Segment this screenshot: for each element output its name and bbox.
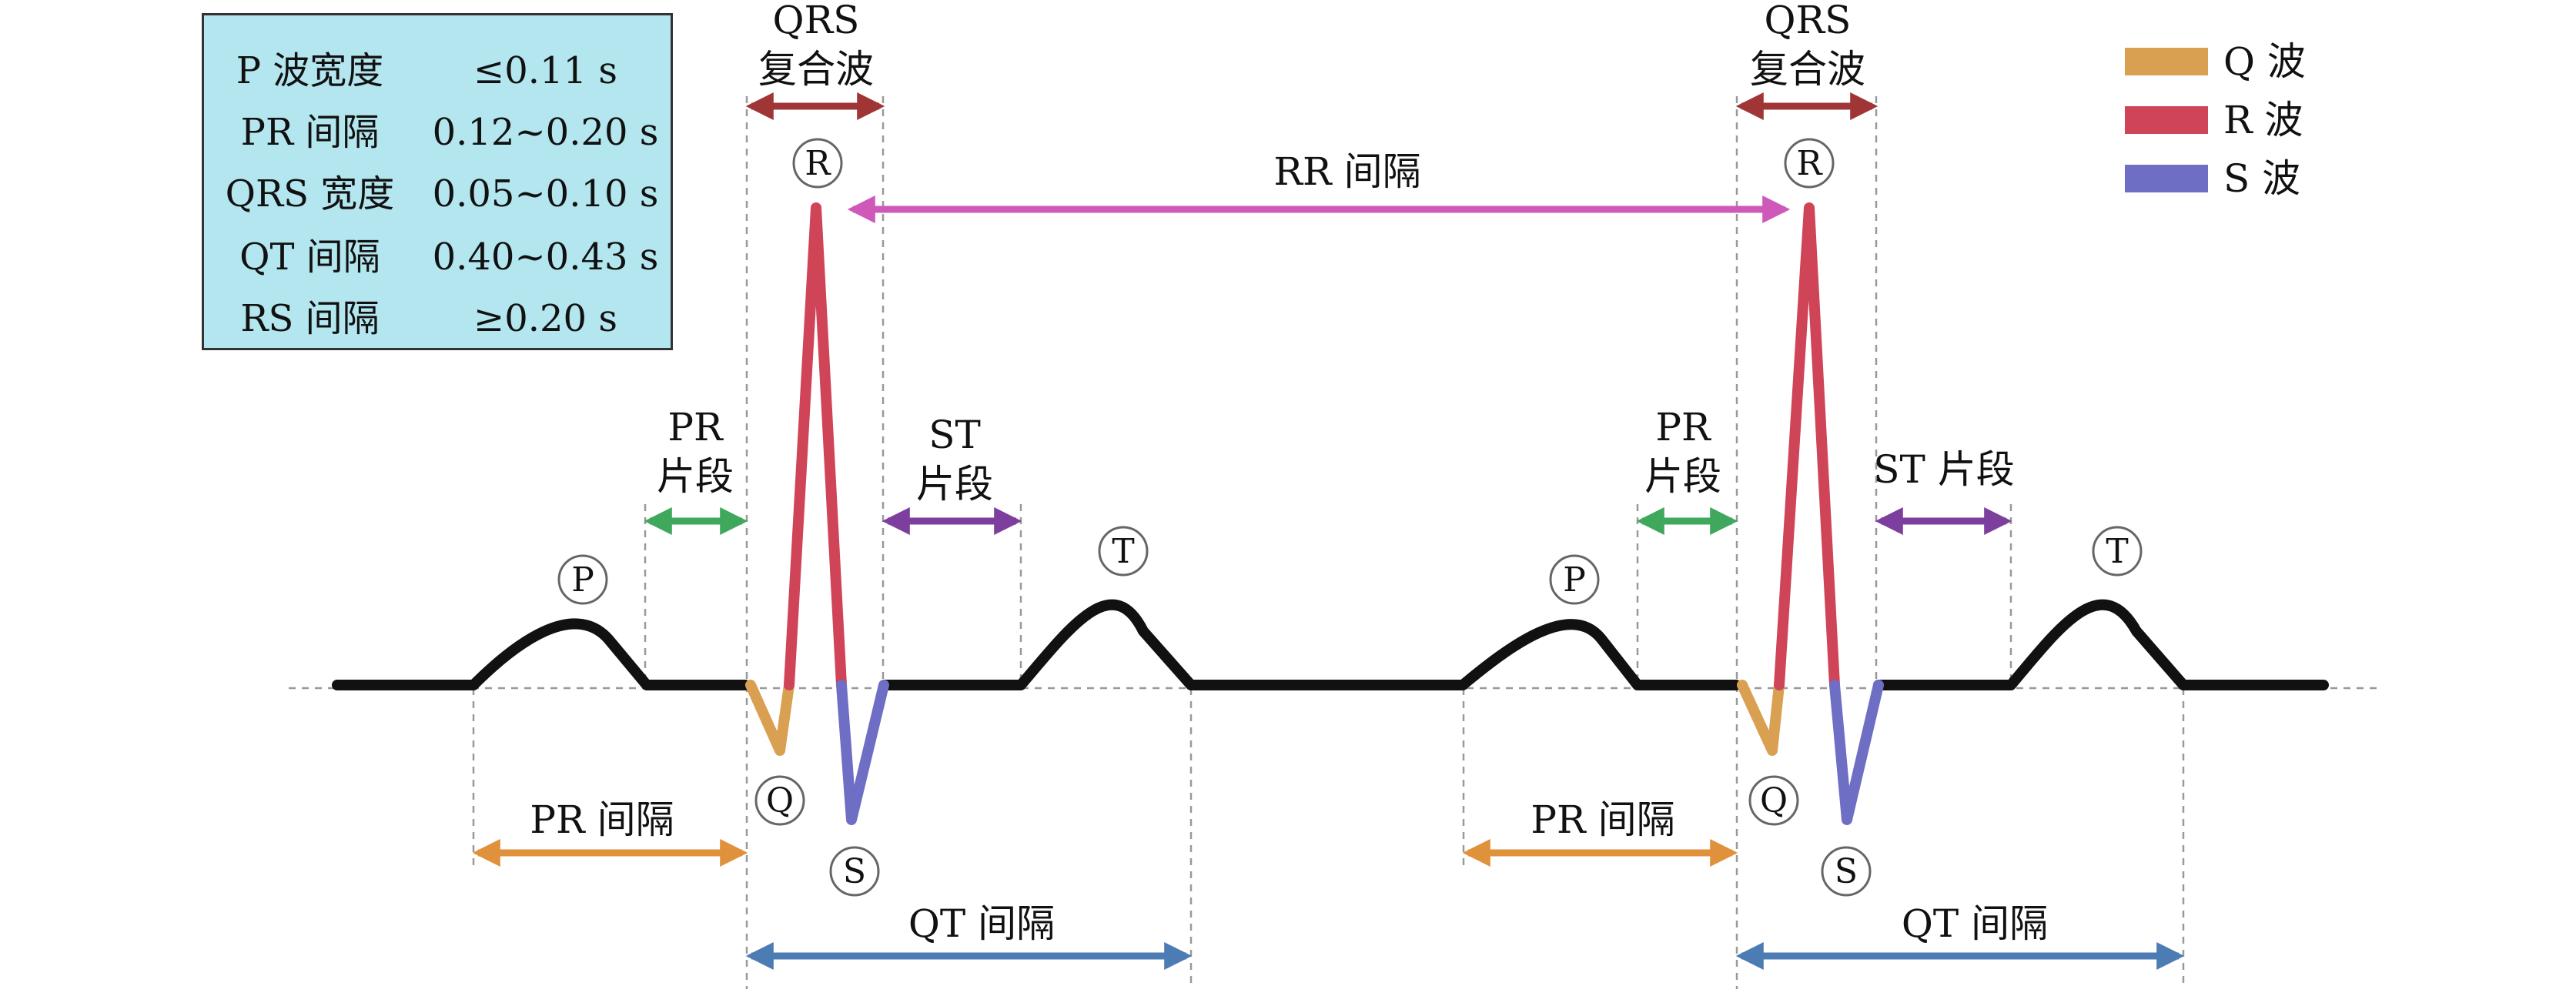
wave-label-circle [792, 138, 843, 189]
table-row: QRS 宽度 0.05~0.10 s [204, 163, 671, 225]
pr-segment-label: PR [1655, 405, 1711, 450]
qrs-label: 复合波 [758, 47, 874, 92]
legend: Q 波 R 波 S 波 [2125, 37, 2356, 214]
qrs-label: QRS [1765, 0, 1852, 42]
baseline-trace [332, 618, 751, 690]
ecg-parameter-table: P 波宽度 ≤0.11 s PR 间隔 0.12~0.20 s QRS 宽度 0… [202, 13, 673, 350]
r-wave-segment [784, 202, 847, 690]
wave-label-t: T [1112, 532, 1134, 571]
table-row: PR 间隔 0.12~0.20 s [204, 102, 671, 163]
r-wave-segment [1774, 202, 1840, 690]
legend-label: R 波 [2223, 98, 2303, 142]
parameter-label: QT 间隔 [239, 236, 380, 279]
qt-interval-label: QT 间隔 [908, 901, 1055, 946]
wave-label-circle [1821, 846, 1872, 897]
wave-label-q: Q [766, 781, 794, 821]
pr-segment-label: 片段 [1644, 454, 1721, 499]
parameter-value: ≥0.20 s [473, 297, 617, 340]
wave-label-circle [2092, 526, 2143, 577]
wave-label-p: P [1563, 560, 1586, 600]
table-row: QT 间隔 0.40~0.43 s [204, 226, 671, 288]
parameter-label: PR 间隔 [240, 111, 380, 154]
parameter-value: 0.12~0.20 s [432, 111, 659, 154]
wave-label-r: R [805, 144, 831, 183]
wave-label-circle [1748, 775, 1799, 826]
baseline-trace [880, 599, 1741, 690]
parameter-label: RS 间隔 [240, 297, 380, 340]
s-wave-segment [1829, 680, 1884, 825]
wave-label-p: P [571, 560, 594, 600]
wave-label-circle [754, 775, 805, 826]
baseline-trace [1873, 599, 2329, 690]
pr-interval-label: PR 间隔 [530, 797, 674, 842]
parameter-value: 0.05~0.10 s [432, 172, 659, 216]
wave-label-circle [557, 554, 608, 605]
legend-item-s-wave: S 波 [2125, 154, 2356, 201]
wave-label-q: Q [1760, 781, 1788, 821]
legend-swatch [2125, 165, 2208, 192]
q-wave-segment [1737, 680, 1785, 756]
qt-interval-label: QT 间隔 [1902, 901, 2048, 946]
table-row: P 波宽度 ≤0.11 s [204, 40, 671, 102]
wave-label-circle [1549, 554, 1600, 605]
qrs-label: 复合波 [1750, 47, 1865, 92]
legend-swatch [2125, 106, 2208, 134]
pr-segment-label: PR [667, 405, 724, 450]
st-segment-label: ST [928, 413, 981, 457]
qrs-label: QRS [773, 0, 860, 42]
wave-label-r: R [1796, 144, 1823, 183]
legend-label: S 波 [2223, 156, 2301, 201]
table-row: RS 间隔 ≥0.20 s [204, 288, 671, 349]
legend-label: Q 波 [2223, 39, 2306, 84]
st-segment-label: 片段 [916, 462, 993, 506]
legend-swatch [2125, 48, 2208, 75]
s-wave-segment [836, 680, 889, 825]
legend-item-q-wave: Q 波 [2125, 37, 2356, 84]
parameter-value: ≤0.11 s [473, 49, 617, 92]
pr-segment-label: 片段 [657, 454, 734, 499]
parameter-value: 0.40~0.43 s [432, 236, 659, 279]
wave-label-circle [829, 846, 880, 897]
wave-label-circle [1784, 138, 1835, 189]
wave-label-s: S [843, 852, 866, 891]
wave-label-s: S [1835, 852, 1858, 891]
parameter-label: QRS 宽度 [225, 172, 395, 216]
q-wave-segment [745, 680, 795, 756]
wave-label-circle [1098, 526, 1149, 577]
pr-interval-label: PR 间隔 [1531, 797, 1674, 842]
legend-item-r-wave: R 波 [2125, 95, 2356, 142]
wave-label-t: T [2106, 532, 2128, 571]
parameter-label: P 波宽度 [236, 49, 384, 92]
st-segment-label: ST 片段 [1873, 447, 2015, 492]
rr-interval-label: RR 间隔 [1273, 149, 1420, 194]
